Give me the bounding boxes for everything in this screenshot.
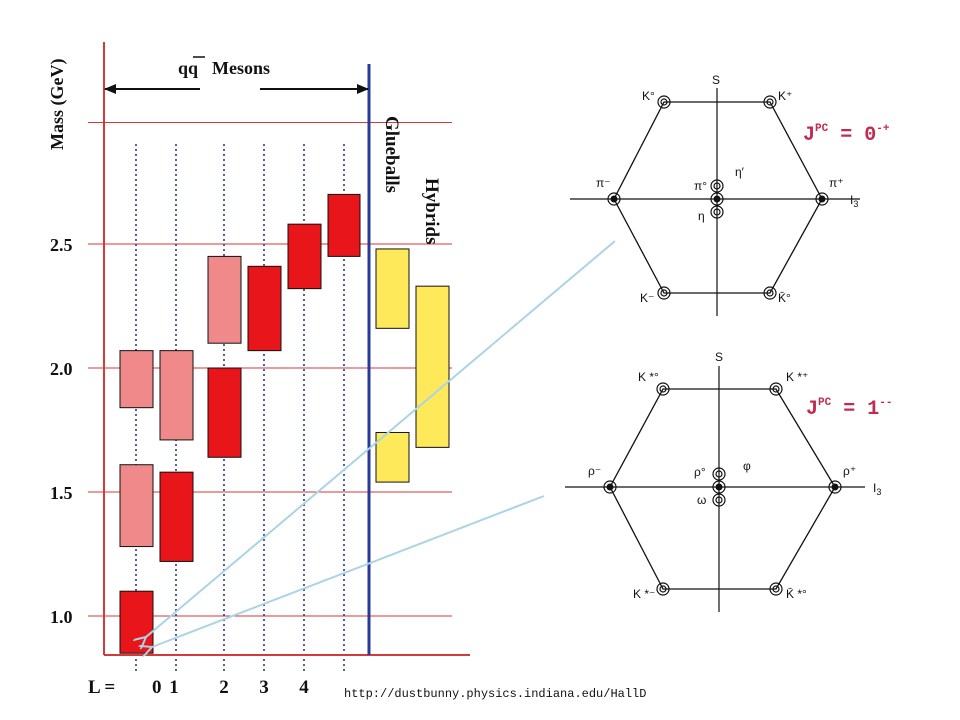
connector-arrow-vector <box>152 495 545 647</box>
meson-title-qq: qq <box>178 58 198 78</box>
particle-label: π° <box>694 179 707 193</box>
meson-bar <box>327 193 361 257</box>
x-tick-label: 3 <box>259 677 269 698</box>
particle-label: K⁻ <box>640 291 654 305</box>
particle-label: K *⁺ <box>786 370 808 384</box>
i3-axis-subscript: 3 <box>876 487 881 497</box>
s-axis-label: S <box>712 73 720 87</box>
i3-axis-subscript: 3 <box>853 199 858 209</box>
meson-bar <box>159 350 194 441</box>
x-tick-label: 1 <box>169 677 179 698</box>
jpc-value-superscript: -- <box>879 397 892 409</box>
particle-label: ρ° <box>694 465 706 479</box>
meson-bar <box>119 590 154 654</box>
i3-axis-label: I3 <box>873 481 881 497</box>
jpc-label: JPC = 0-+ <box>803 123 890 147</box>
column-guides <box>135 144 345 672</box>
glueball-bar <box>375 248 410 329</box>
i3-axis-label: I3 <box>850 193 858 209</box>
y-tick-label: 2.0 <box>50 359 73 379</box>
connector-arrows <box>146 240 616 647</box>
meson-bar <box>207 255 242 344</box>
particle-label: η <box>698 209 705 223</box>
glueballs-label: Glueballs <box>381 116 402 193</box>
i3-axis-symbol: I <box>873 481 876 495</box>
vector-nonet: S I3 K *° K *⁺ ρ⁻ ρ⁺ K *⁻ K̄ *° ρ° φ ω J… <box>565 350 892 612</box>
jpc-prefix: J <box>806 398 818 421</box>
meson-bar <box>119 350 154 409</box>
meson-bar <box>247 265 282 352</box>
mass-bars <box>119 193 450 654</box>
jpc-value: = 1 <box>831 398 879 421</box>
particle-label: K *° <box>638 370 659 384</box>
particle-label: ρ⁺ <box>843 464 856 478</box>
nonet-hexagon <box>609 388 836 590</box>
y-tick-label: 1.5 <box>50 483 73 503</box>
meson-bar <box>119 464 154 548</box>
meson-bar <box>207 367 242 458</box>
jpc-label: JPC = 1-- <box>806 397 892 421</box>
meson-title: Mesons <box>212 58 270 78</box>
nonet-markers <box>607 95 829 300</box>
x-tick-label: 0 <box>152 677 162 698</box>
particle-label: ω <box>697 493 706 507</box>
jpc-superscript: PC <box>818 397 832 409</box>
meson-header: qq Mesons <box>104 56 369 94</box>
particle-label: π⁺ <box>829 176 844 190</box>
jpc-value-superscript: -+ <box>876 123 890 135</box>
jpc-superscript: PC <box>815 123 829 135</box>
jpc-prefix: J <box>803 124 815 147</box>
y-tick-label: 1.0 <box>50 607 73 627</box>
particle-label: K⁺ <box>778 89 792 103</box>
particle-label: K *⁻ <box>633 587 655 601</box>
particle-label: K̄ *° <box>786 587 807 601</box>
particle-label: K° <box>642 89 655 103</box>
mass-chart: 1.0 1.5 2.0 2.5 Mass (GeV) qq Mesons Glueba… <box>47 42 470 698</box>
x-axis-prefix: L = <box>88 677 120 698</box>
hybrids-label: Hybrids <box>421 178 442 245</box>
jpc-value: = 0 <box>828 124 876 147</box>
i3-axis-symbol: I <box>850 193 853 207</box>
particle-label: π⁻ <box>596 176 611 190</box>
particle-label: K̄° <box>778 291 791 305</box>
meson-bar <box>287 223 322 290</box>
particle-label: φ <box>743 459 751 473</box>
y-axis-label: Mass (GeV) <box>47 59 68 150</box>
meson-bar <box>159 471 194 562</box>
y-tick-label: 2.5 <box>50 235 73 255</box>
y-tick-labels: 1.0 1.5 2.0 2.5 <box>50 235 73 627</box>
glueball-bar <box>375 431 410 483</box>
nonet-markers <box>603 382 842 596</box>
connector-arrow-pseudoscalar <box>146 240 616 637</box>
x-tick-label: 2 <box>219 677 229 698</box>
hybrid-bar <box>415 285 450 448</box>
particle-label: ρ⁻ <box>588 464 601 478</box>
pseudoscalar-nonet: S I3 K° K⁺ π⁻ π⁺ K⁻ K̄° π° η′ η JPC = 0-… <box>570 73 890 316</box>
source-url: http://dustbunny.physics.indiana.edu/Hal… <box>344 687 646 701</box>
s-axis-label: S <box>715 350 723 364</box>
particle-label: η′ <box>735 165 745 179</box>
x-tick-label: 4 <box>299 677 309 698</box>
